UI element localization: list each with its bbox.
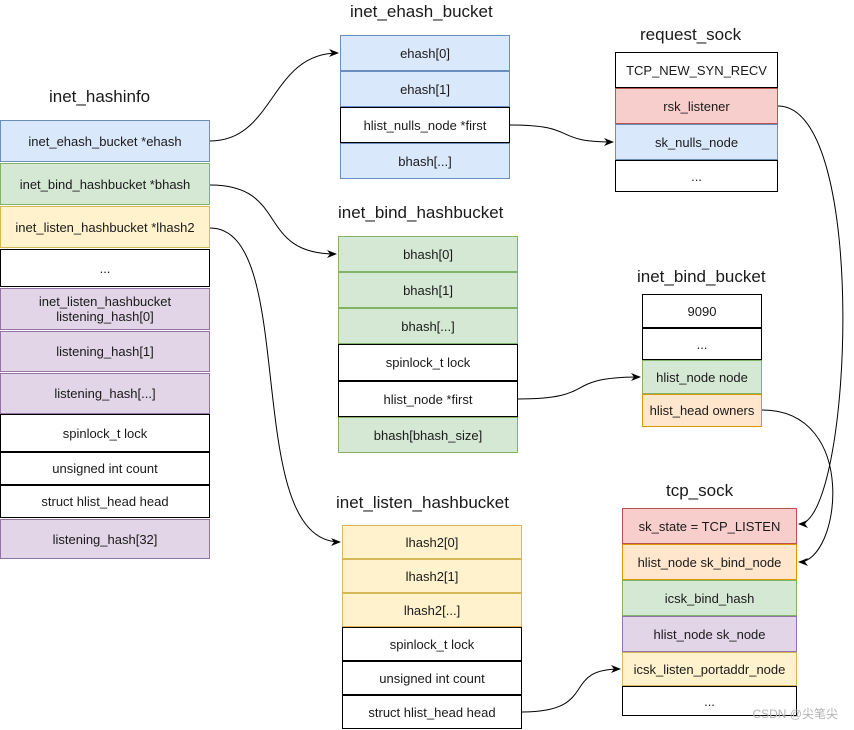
hashinfo-field-listening-hash-n: listening_hash[...] (0, 373, 210, 414)
title-inet-hashinfo: inet_hashinfo (49, 87, 151, 106)
bind-bucket-field-ellipsis: ... (642, 328, 762, 360)
bind-bucket-field-port: 9090 (642, 294, 762, 328)
hashinfo-field-listening-hash-32: listening_hash[32] (0, 519, 210, 559)
title-inet-ehash-bucket: inet_ehash_bucket (350, 2, 493, 21)
lhash2-field-0: lhash2[0] (342, 525, 522, 559)
ehash-field-first: hlist_nulls_node *first (340, 107, 510, 143)
bind-bucket-field-owners: hlist_head owners (642, 394, 762, 427)
request-sock-field-sk-nulls-node: sk_nulls_node (615, 124, 778, 160)
ehash-field-n: bhash[...] (340, 143, 510, 179)
title-inet-bind-hashbucket: inet_bind_hashbucket (338, 203, 504, 222)
tcp-sock-field-sk-state: sk_state = TCP_LISTEN (622, 508, 797, 544)
title-inet-bind-bucket: inet_bind_bucket (637, 267, 766, 286)
lhash2-field-1: lhash2[1] (342, 559, 522, 593)
bind-bucket-field-node: hlist_node node (642, 360, 762, 394)
tcp-sock-field-listen-portaddr-node: icsk_listen_portaddr_node (622, 652, 797, 686)
tcp-sock-field-ellipsis: ... (622, 686, 797, 716)
arrow-head-to-listen-portaddr-node (521, 665, 621, 713)
title-tcp-sock: tcp_sock (666, 481, 734, 500)
request-sock-field-ellipsis: ... (615, 160, 778, 192)
lhash2-field-count: unsigned int count (342, 661, 522, 695)
hashinfo-field-count: unsigned int count (0, 452, 210, 485)
request-sock-field-rsk-listener: rsk_listener (615, 88, 778, 124)
arrow-bhash-to-bucket (209, 184, 337, 258)
lhash2-field-spinlock: spinlock_t lock (342, 627, 522, 661)
hashinfo-field-bhash: inet_bind_hashbucket *bhash (0, 163, 210, 205)
bhash-field-size: bhash[bhash_size] (338, 417, 518, 453)
hashinfo-field-listening-hash-1: listening_hash[1] (0, 331, 210, 372)
hashinfo-field-listening-hash-0: inet_listen_hashbucket listening_hash[0] (0, 288, 210, 330)
hashinfo-field-ehash: inet_ehash_bucket *ehash (0, 120, 210, 162)
bhash-field-1: bhash[1] (338, 272, 518, 308)
ehash-field-0: ehash[0] (340, 35, 510, 71)
title-request-sock: request_sock (640, 25, 742, 44)
bhash-field-n: bhash[...] (338, 308, 518, 344)
tcp-sock-field-icsk-bind-hash: icsk_bind_hash (622, 580, 797, 616)
arrow-first-to-bind-node (517, 373, 641, 400)
lhash2-field-n: lhash2[...] (342, 593, 522, 627)
request-sock-field-state: TCP_NEW_SYN_RECV (615, 52, 778, 88)
bhash-field-spinlock: spinlock_t lock (338, 344, 518, 381)
tcp-sock-field-sk-bind-node: hlist_node sk_bind_node (622, 544, 797, 580)
bhash-field-0: bhash[0] (338, 236, 518, 272)
title-inet-listen-hashbucket: inet_listen_hashbucket (336, 493, 509, 512)
watermark: CSDN @尖笔尖 (752, 707, 838, 721)
lhash2-field-head: struct hlist_head head (342, 695, 522, 729)
hashinfo-field-spinlock: spinlock_t lock (0, 414, 210, 452)
arrow-ehash-to-bucket (209, 49, 339, 142)
arrow-rsk-listener-to-sk-state (777, 105, 844, 528)
tcp-sock-field-sk-node: hlist_node sk_node (622, 616, 797, 652)
hashinfo-field-head: struct hlist_head head (0, 485, 210, 518)
arrow-lhash2-to-bucket (209, 227, 341, 546)
arrow-first-to-sk-nulls-node (509, 124, 614, 146)
hashinfo-field-ellipsis: ... (0, 249, 210, 287)
hashinfo-field-lhash2: inet_listen_hashbucket *lhash2 (0, 206, 210, 248)
ehash-field-1: ehash[1] (340, 71, 510, 107)
arrow-owners-to-sk-bind-node (761, 409, 834, 566)
bhash-field-first: hlist_node *first (338, 381, 518, 417)
